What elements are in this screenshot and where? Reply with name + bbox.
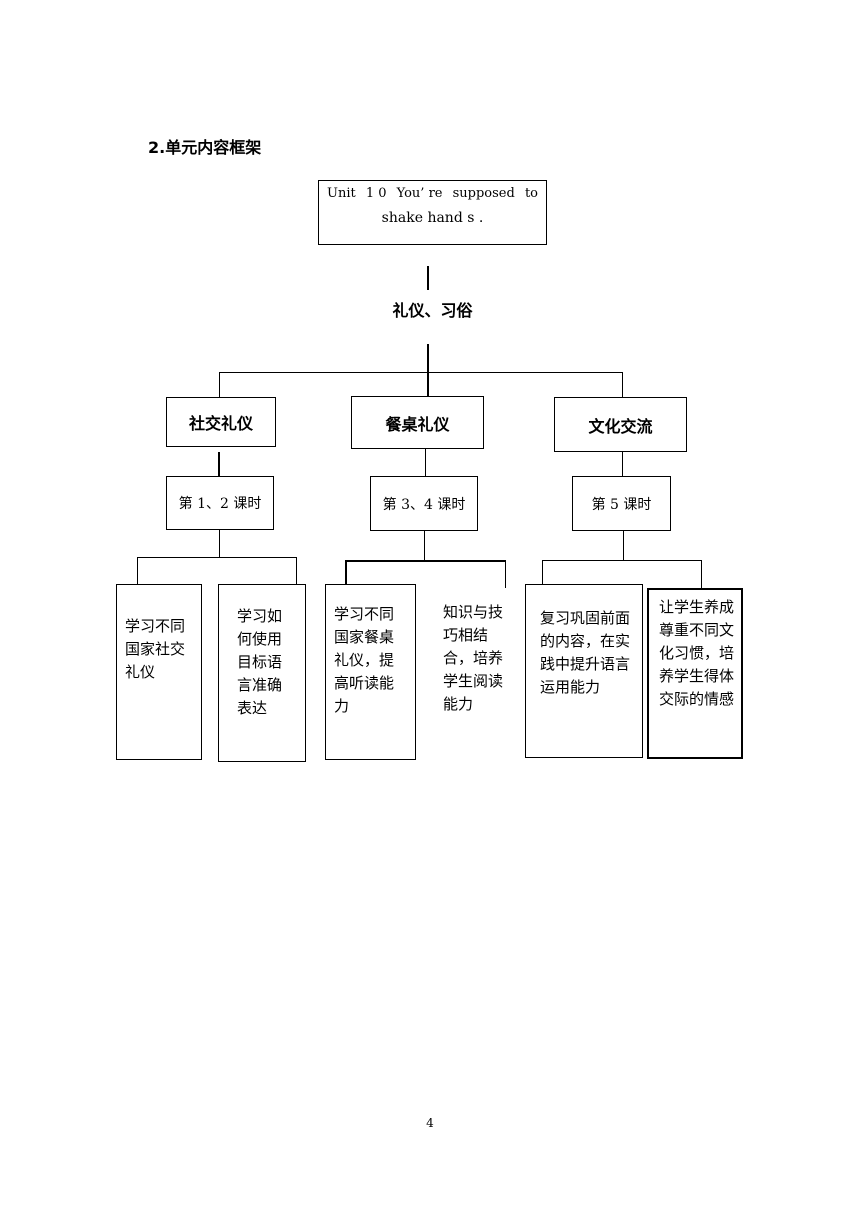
topic-label: 礼仪、习俗 [392, 301, 473, 320]
page-number: 4 [426, 1116, 434, 1130]
goal-text: 让学生养成尊重不同文化习惯，培养学生得体交际的情感 [659, 598, 735, 708]
unit-word: supposed [452, 186, 515, 201]
connector-line [542, 560, 702, 561]
connector-line [219, 372, 220, 398]
unit-title-line2: shake hand s . [381, 210, 484, 226]
unit-word: Unit [327, 186, 356, 201]
unit-word: You’ re [396, 186, 443, 201]
category-label: 社交礼仪 [188, 414, 253, 433]
connector-line [218, 452, 220, 476]
lesson-label: 第 5 课时 [591, 496, 652, 513]
goal-text: 复习巩固前面的内容，在实践中提升语言运用能力 [540, 609, 631, 696]
goal-text: 学习不同国家餐桌礼仪，提高听读能力 [334, 605, 395, 715]
category-label: 文化交流 [588, 416, 653, 436]
category-label: 餐桌礼仪 [385, 414, 450, 434]
goal-text: 学习如何使用目标语言准确表达 [237, 607, 283, 717]
lesson-box-1-2: 第 1、2 课时 [166, 476, 274, 530]
goal-box: 复习巩固前面的内容，在实践中提升语言运用能力 [525, 584, 643, 758]
connector-line [345, 560, 506, 562]
unit-title-line1: Unit 1 0 You’ re supposed to [327, 186, 538, 201]
connector-line [622, 372, 623, 398]
connector-line [542, 560, 543, 584]
connector-line [137, 557, 138, 584]
connector-line [427, 344, 429, 396]
connector-line [219, 530, 220, 557]
lesson-box-3-4: 第 3、4 课时 [370, 476, 478, 531]
connector-line [137, 557, 297, 558]
unit-word: 1 0 [365, 186, 387, 201]
connector-line [424, 531, 425, 560]
goal-box: 学习不同国家社交礼仪 [116, 584, 202, 760]
connector-line [345, 560, 347, 584]
goal-box: 学习如何使用目标语言准确表达 [218, 584, 306, 762]
connector-line [219, 372, 623, 373]
connector-line [622, 452, 623, 476]
lesson-label: 第 1、2 课时 [178, 496, 262, 512]
goal-box: 学习不同国家餐桌礼仪，提高听读能力 [325, 584, 416, 760]
connector-line [427, 266, 429, 290]
connector-line [505, 560, 506, 588]
section-heading: 2.单元内容框架 [148, 138, 262, 157]
lesson-label: 第 3、4 课时 [382, 496, 466, 513]
category-box-cultural-exchange: 文化交流 [554, 397, 687, 452]
lesson-box-5: 第 5 课时 [572, 476, 671, 531]
connector-line [425, 449, 426, 476]
connector-line [296, 557, 297, 584]
category-box-dining-etiquette: 餐桌礼仪 [351, 396, 484, 449]
unit-title-box: Unit 1 0 You’ re supposed to shake hand … [318, 180, 547, 245]
goal-text: 学习不同国家社交礼仪 [125, 617, 186, 681]
connector-line [701, 560, 702, 588]
connector-line [623, 531, 624, 560]
goal-text: 知识与技巧相结合，培养学生阅读能力 [443, 603, 504, 713]
category-box-social-etiquette: 社交礼仪 [166, 397, 276, 447]
unit-word: to [524, 186, 538, 201]
goal-box: 让学生养成尊重不同文化习惯，培养学生得体交际的情感 [647, 588, 743, 759]
